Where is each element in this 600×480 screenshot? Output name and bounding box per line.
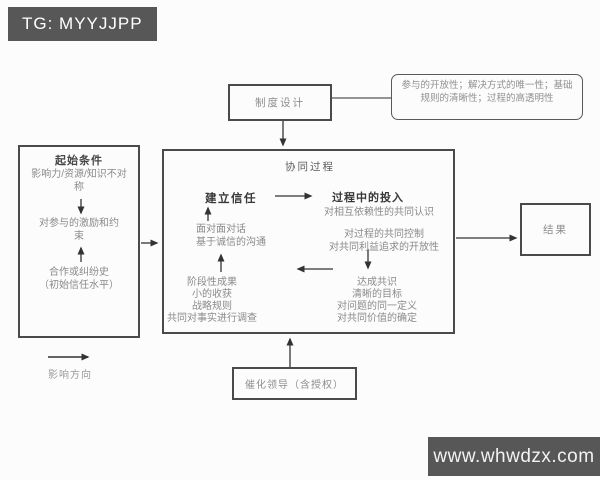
- shared-understanding-block: 达成共识 清晰的目标 对问题的同一定义 对共同价值的确定: [307, 277, 447, 325]
- shared-control-block: 对过程的共同控制 对共同利益追求的开放性: [314, 229, 454, 254]
- outcomes-line-3: 战略规则: [192, 301, 232, 312]
- process-commitment-subtitle: 对相互依赖性的共同认识: [324, 207, 434, 218]
- asymmetry-text: 影响力/资源/知识不对称: [31, 169, 127, 193]
- results-label: 结果: [543, 224, 568, 236]
- shared-control-line-2: 对共同利益追求的开放性: [329, 241, 439, 253]
- history-line-2: （初始信任水平）: [39, 280, 119, 291]
- trust-building-label: 建立信任: [205, 193, 257, 205]
- understanding-line-3: 对问题的同一定义: [337, 301, 417, 312]
- outcomes-line-4: 共同对事实进行调查: [167, 313, 257, 324]
- outcomes-line-2: 小的收获: [192, 289, 232, 300]
- starting-conditions-title: 起始条件: [55, 155, 103, 167]
- legend-direction-label: 影响方向: [48, 370, 92, 381]
- understanding-line-2: 清晰的目标: [352, 289, 402, 300]
- incentives-text: 对参与的激励和约束: [39, 218, 119, 242]
- institutional-design-box: 制度设计: [228, 84, 332, 121]
- intermediate-outcomes-block: 阶段性成果 小的收获 战略规则 共同对事实进行调查: [164, 277, 260, 325]
- shared-control-line-1: 对过程的共同控制: [344, 229, 424, 240]
- outcomes-line-1: 阶段性成果: [187, 277, 237, 288]
- history-text: 合作或纠纷史 （初始信任水平）: [24, 266, 134, 292]
- dialogue-line-1: 面对面对话: [196, 224, 246, 235]
- leadership-label: 催化领导（含授权）: [245, 380, 344, 391]
- starting-conditions-box: 起始条件 影响力/资源/知识不对称 对参与的激励和约束 合作或纠纷史 （初始信任…: [18, 145, 140, 338]
- understanding-line-1: 达成共识: [357, 277, 397, 288]
- process-title: 协同过程: [285, 161, 335, 173]
- dialogue-line-2: 基于诚信的沟通: [196, 236, 266, 248]
- dialogue-block: 面对面对话 基于诚信的沟通: [196, 224, 266, 249]
- collaborative-process-box: 协同过程 建立信任 过程中的投入 对相互依赖性的共同认识 面对面对话 基于诚信的…: [162, 149, 455, 334]
- leadership-box: 催化领导（含授权）: [232, 367, 357, 400]
- design-note-text: 参与的开放性；解决方式的唯一性；基础规则的清晰性；过程的高透明性: [401, 80, 573, 105]
- understanding-line-4: 对共同价值的确定: [337, 313, 417, 324]
- design-note-box: 参与的开放性；解决方式的唯一性；基础规则的清晰性；过程的高透明性: [391, 74, 583, 120]
- watermark-bar: www.whwdzx.com: [428, 437, 600, 476]
- results-box: 结果: [520, 203, 591, 256]
- history-line-1: 合作或纠纷史: [49, 267, 109, 278]
- telegram-badge: TG: MYYJJPP: [8, 7, 157, 41]
- watermark-text: www.whwdzx.com: [433, 445, 595, 467]
- process-commitment-title: 过程中的投入: [332, 192, 404, 204]
- institutional-design-label: 制度设计: [255, 97, 305, 109]
